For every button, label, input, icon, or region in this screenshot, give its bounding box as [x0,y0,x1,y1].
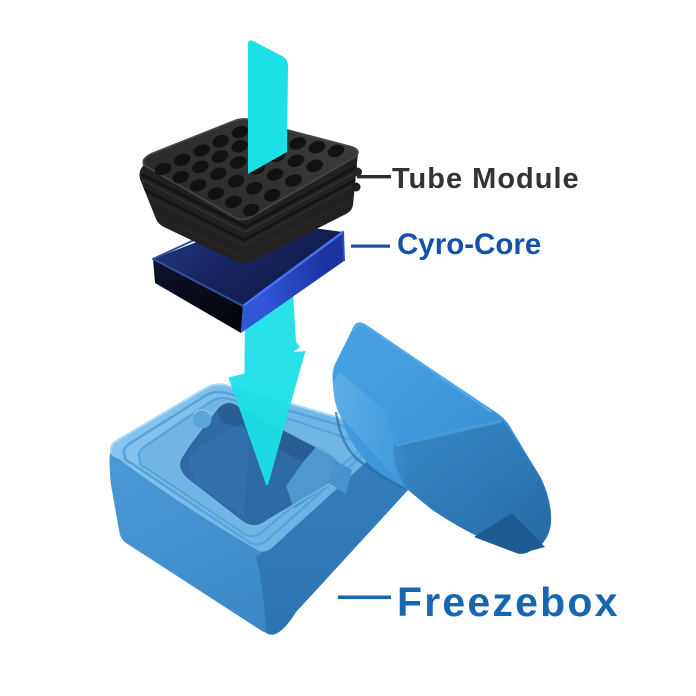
svg-text:Tube Module: Tube Module [392,163,580,195]
svg-text:Cyro-Core: Cyro-Core [397,228,541,261]
svg-text:Freezebox: Freezebox [397,579,620,625]
